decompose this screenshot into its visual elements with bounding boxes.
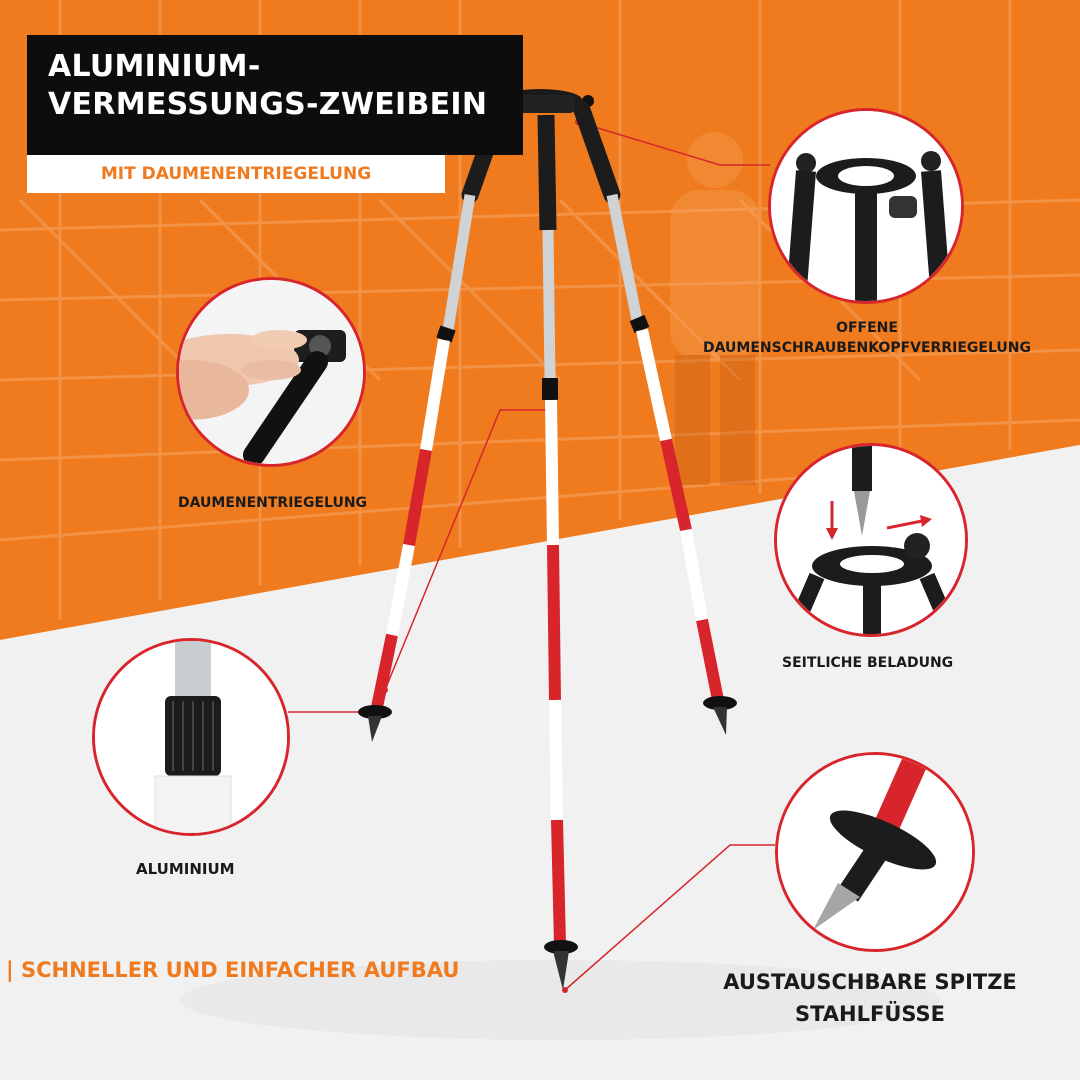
aluminium-label: ALUMINIUM [136,860,235,878]
thumb-release-label: DAUMENENTRIEGELUNG [178,495,368,511]
title-line-1: ALUMINIUM- [48,49,261,84]
open-head-label-1: OFFENE [836,320,898,336]
title-line-2: VERMESSUNGS-ZWEIBEIN [48,87,488,122]
page-subtitle: MIT DAUMENENTRIEGELUNG [100,164,372,184]
steel-tip-label-1: AUSTAUSCHBARE SPITZE [723,970,1017,994]
open-head-label-2: DAUMENSCHRAUBENKOPFVERRIEGELUNG [703,340,1031,356]
aluminium-circle [92,638,290,836]
steel-tip-circle [775,752,975,952]
page-title: ALUMINIUM- VERMESSUNGS-ZWEIBEIN [48,48,487,124]
steel-tip-label-2: STAHLFÜSSE [794,1002,946,1026]
thumb-release-circle [176,277,366,467]
steel-tip-image [778,755,972,949]
aluminium-leg-image [95,641,287,833]
side-loading-circle [774,443,968,637]
title-panel [27,35,523,155]
tagline-marker: | [6,958,14,982]
open-head-circle [768,108,964,304]
side-loading-label: SEITLICHE BELADUNG [782,655,954,671]
tripod-head-image [771,111,961,301]
side-loading-image [777,446,965,634]
thumb-press-image [179,280,363,464]
tripod-image [358,89,737,990]
subtitle-panel [27,155,445,193]
tagline-text: SCHNELLER UND EINFACHER AUFBAU [20,958,460,982]
tagline: | SCHNELLER UND EINFACHER AUFBAU [6,958,459,982]
